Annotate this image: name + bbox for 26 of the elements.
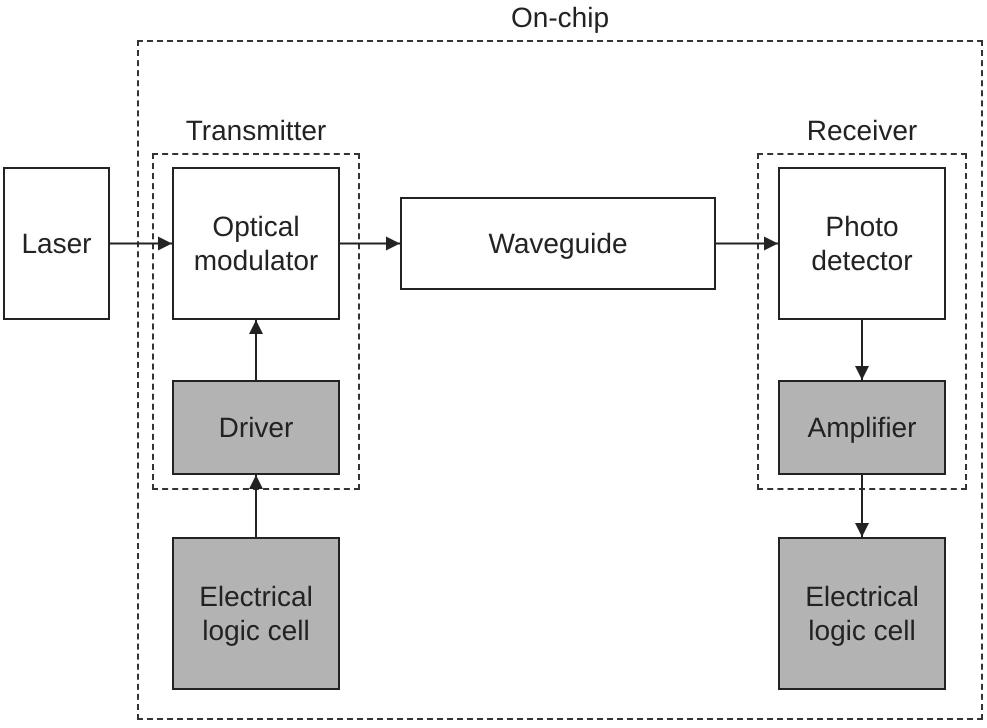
box-label: Electrical logic cell	[804, 580, 920, 648]
shaded-box	[172, 537, 340, 690]
box-label: Photo detector	[810, 210, 914, 278]
shaded-box	[172, 380, 340, 475]
group-heading: On-chip	[510, 2, 610, 34]
group-heading: Receiver	[806, 115, 918, 147]
arrow	[855, 475, 869, 537]
process-box	[400, 197, 716, 290]
group-heading: Transmitter	[184, 115, 328, 147]
box-label: Driver	[218, 410, 294, 444]
box-label: Optical modulator	[192, 210, 320, 278]
shaded-box	[778, 537, 946, 690]
arrow	[249, 475, 263, 537]
process-box	[778, 167, 946, 320]
arrow	[249, 320, 263, 380]
process-box	[3, 167, 110, 320]
arrow	[716, 236, 778, 250]
box-label: Amplifier	[806, 410, 918, 444]
arrow	[110, 236, 172, 250]
box-label: Laser	[20, 226, 93, 260]
box-label: Electrical logic cell	[198, 580, 314, 648]
box-label: Waveguide	[487, 226, 629, 260]
process-box	[172, 167, 340, 320]
arrow	[855, 320, 869, 380]
arrow	[340, 236, 400, 250]
shaded-box	[778, 380, 946, 475]
